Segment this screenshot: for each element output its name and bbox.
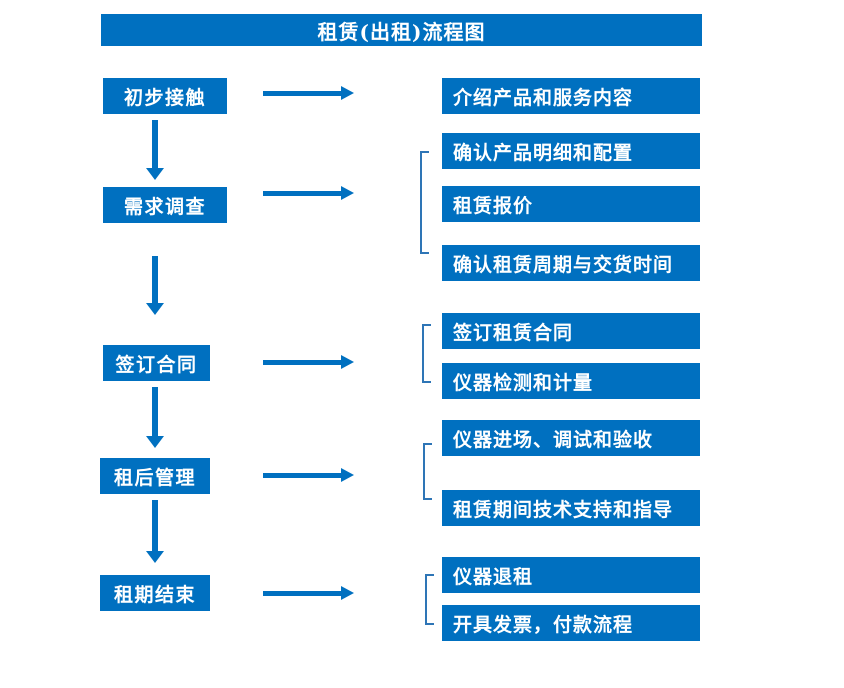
group-bracket xyxy=(420,151,429,254)
group-bracket xyxy=(425,574,434,625)
arrow-head xyxy=(146,436,164,448)
arrow-right-icon xyxy=(263,586,354,600)
step-box-initial-contact: 初步接触 xyxy=(103,78,227,114)
arrow-down-icon xyxy=(146,120,164,180)
arrow-down-icon xyxy=(146,500,164,563)
arrow-right-icon xyxy=(263,186,354,200)
arrow-head xyxy=(146,168,164,180)
diagram-title: 租赁(出租)流程图 xyxy=(101,14,702,46)
arrow-head xyxy=(341,468,354,482)
step-box-rental-end: 租期结束 xyxy=(100,575,210,611)
arrow-head xyxy=(341,586,354,600)
arrow-down-icon xyxy=(146,387,164,448)
arrow-head xyxy=(341,186,354,200)
arrow-right-icon xyxy=(263,86,354,100)
group-bracket xyxy=(423,443,432,500)
output-box-confirm-period-delivery: 确认租赁周期与交货时间 xyxy=(442,245,700,281)
output-box-sign-rental-contract: 签订租赁合同 xyxy=(442,313,700,349)
arrow-shaft xyxy=(152,387,158,436)
output-box-instrument-return: 仪器退租 xyxy=(442,557,700,593)
arrow-shaft xyxy=(152,256,158,303)
arrow-shaft xyxy=(263,191,341,196)
step-box-demand-survey: 需求调查 xyxy=(103,187,227,223)
arrow-shaft xyxy=(263,473,341,478)
arrow-head xyxy=(146,551,164,563)
output-box-confirm-product-details: 确认产品明细和配置 xyxy=(442,133,700,169)
arrow-head xyxy=(341,86,354,100)
arrow-shaft xyxy=(152,120,158,168)
arrow-shaft xyxy=(263,591,341,596)
output-box-invoice-payment: 开具发票，付款流程 xyxy=(442,605,700,641)
output-box-instrument-testing: 仪器检测和计量 xyxy=(442,363,700,399)
arrow-shaft xyxy=(263,91,341,96)
arrow-shaft xyxy=(263,360,341,365)
output-box-technical-support: 租赁期间技术支持和指导 xyxy=(442,490,700,526)
output-box-instrument-setup-acceptance: 仪器进场、调试和验收 xyxy=(442,420,700,456)
group-bracket xyxy=(422,324,431,383)
step-box-sign-contract: 签订合同 xyxy=(103,345,210,381)
step-box-post-rental-management: 租后管理 xyxy=(100,458,210,494)
arrow-shaft xyxy=(152,500,158,551)
arrow-down-icon xyxy=(146,256,164,315)
arrow-head xyxy=(341,355,354,369)
arrow-head xyxy=(146,303,164,315)
arrow-right-icon xyxy=(263,355,354,369)
arrow-right-icon xyxy=(263,468,354,482)
output-box-introduce-products-services: 介绍产品和服务内容 xyxy=(442,78,700,114)
output-box-rental-quotation: 租赁报价 xyxy=(442,186,700,222)
